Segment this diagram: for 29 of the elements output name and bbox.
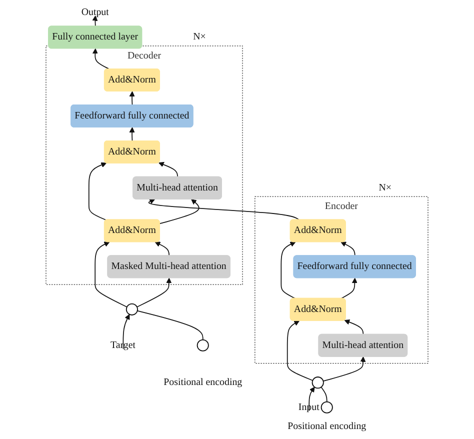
- node-label: N×: [378, 182, 392, 193]
- node-circle: [126, 303, 138, 316]
- arrow: [344, 320, 364, 335]
- arrow: [340, 278, 358, 299]
- arrow: [340, 242, 356, 256]
- connector: [320, 386, 328, 402]
- arrow: [160, 199, 200, 224]
- arrow: [280, 242, 296, 299]
- node-label: N×: [193, 32, 206, 42]
- node-circle: [312, 376, 324, 389]
- arrow: [322, 356, 366, 382]
- connector: [136, 310, 204, 340]
- arrow: [154, 242, 170, 256]
- arrow: [286, 320, 314, 381]
- arrow: [158, 162, 178, 178]
- arrow: [122, 314, 130, 350]
- arrow: [148, 198, 300, 220]
- arrow: [92, 48, 110, 70]
- node-circle: [320, 401, 333, 414]
- arrow: [94, 242, 128, 308]
- arrow: [92, 16, 98, 27]
- arrow: [129, 127, 135, 142]
- node-label: Positional encoding: [164, 376, 242, 388]
- arrow: [129, 91, 135, 106]
- node-text: Output: [81, 6, 109, 18]
- arrow: [88, 162, 107, 221]
- node-circle: [196, 339, 209, 352]
- node-label: Positional encoding: [288, 421, 366, 432]
- arrow: [136, 278, 172, 308]
